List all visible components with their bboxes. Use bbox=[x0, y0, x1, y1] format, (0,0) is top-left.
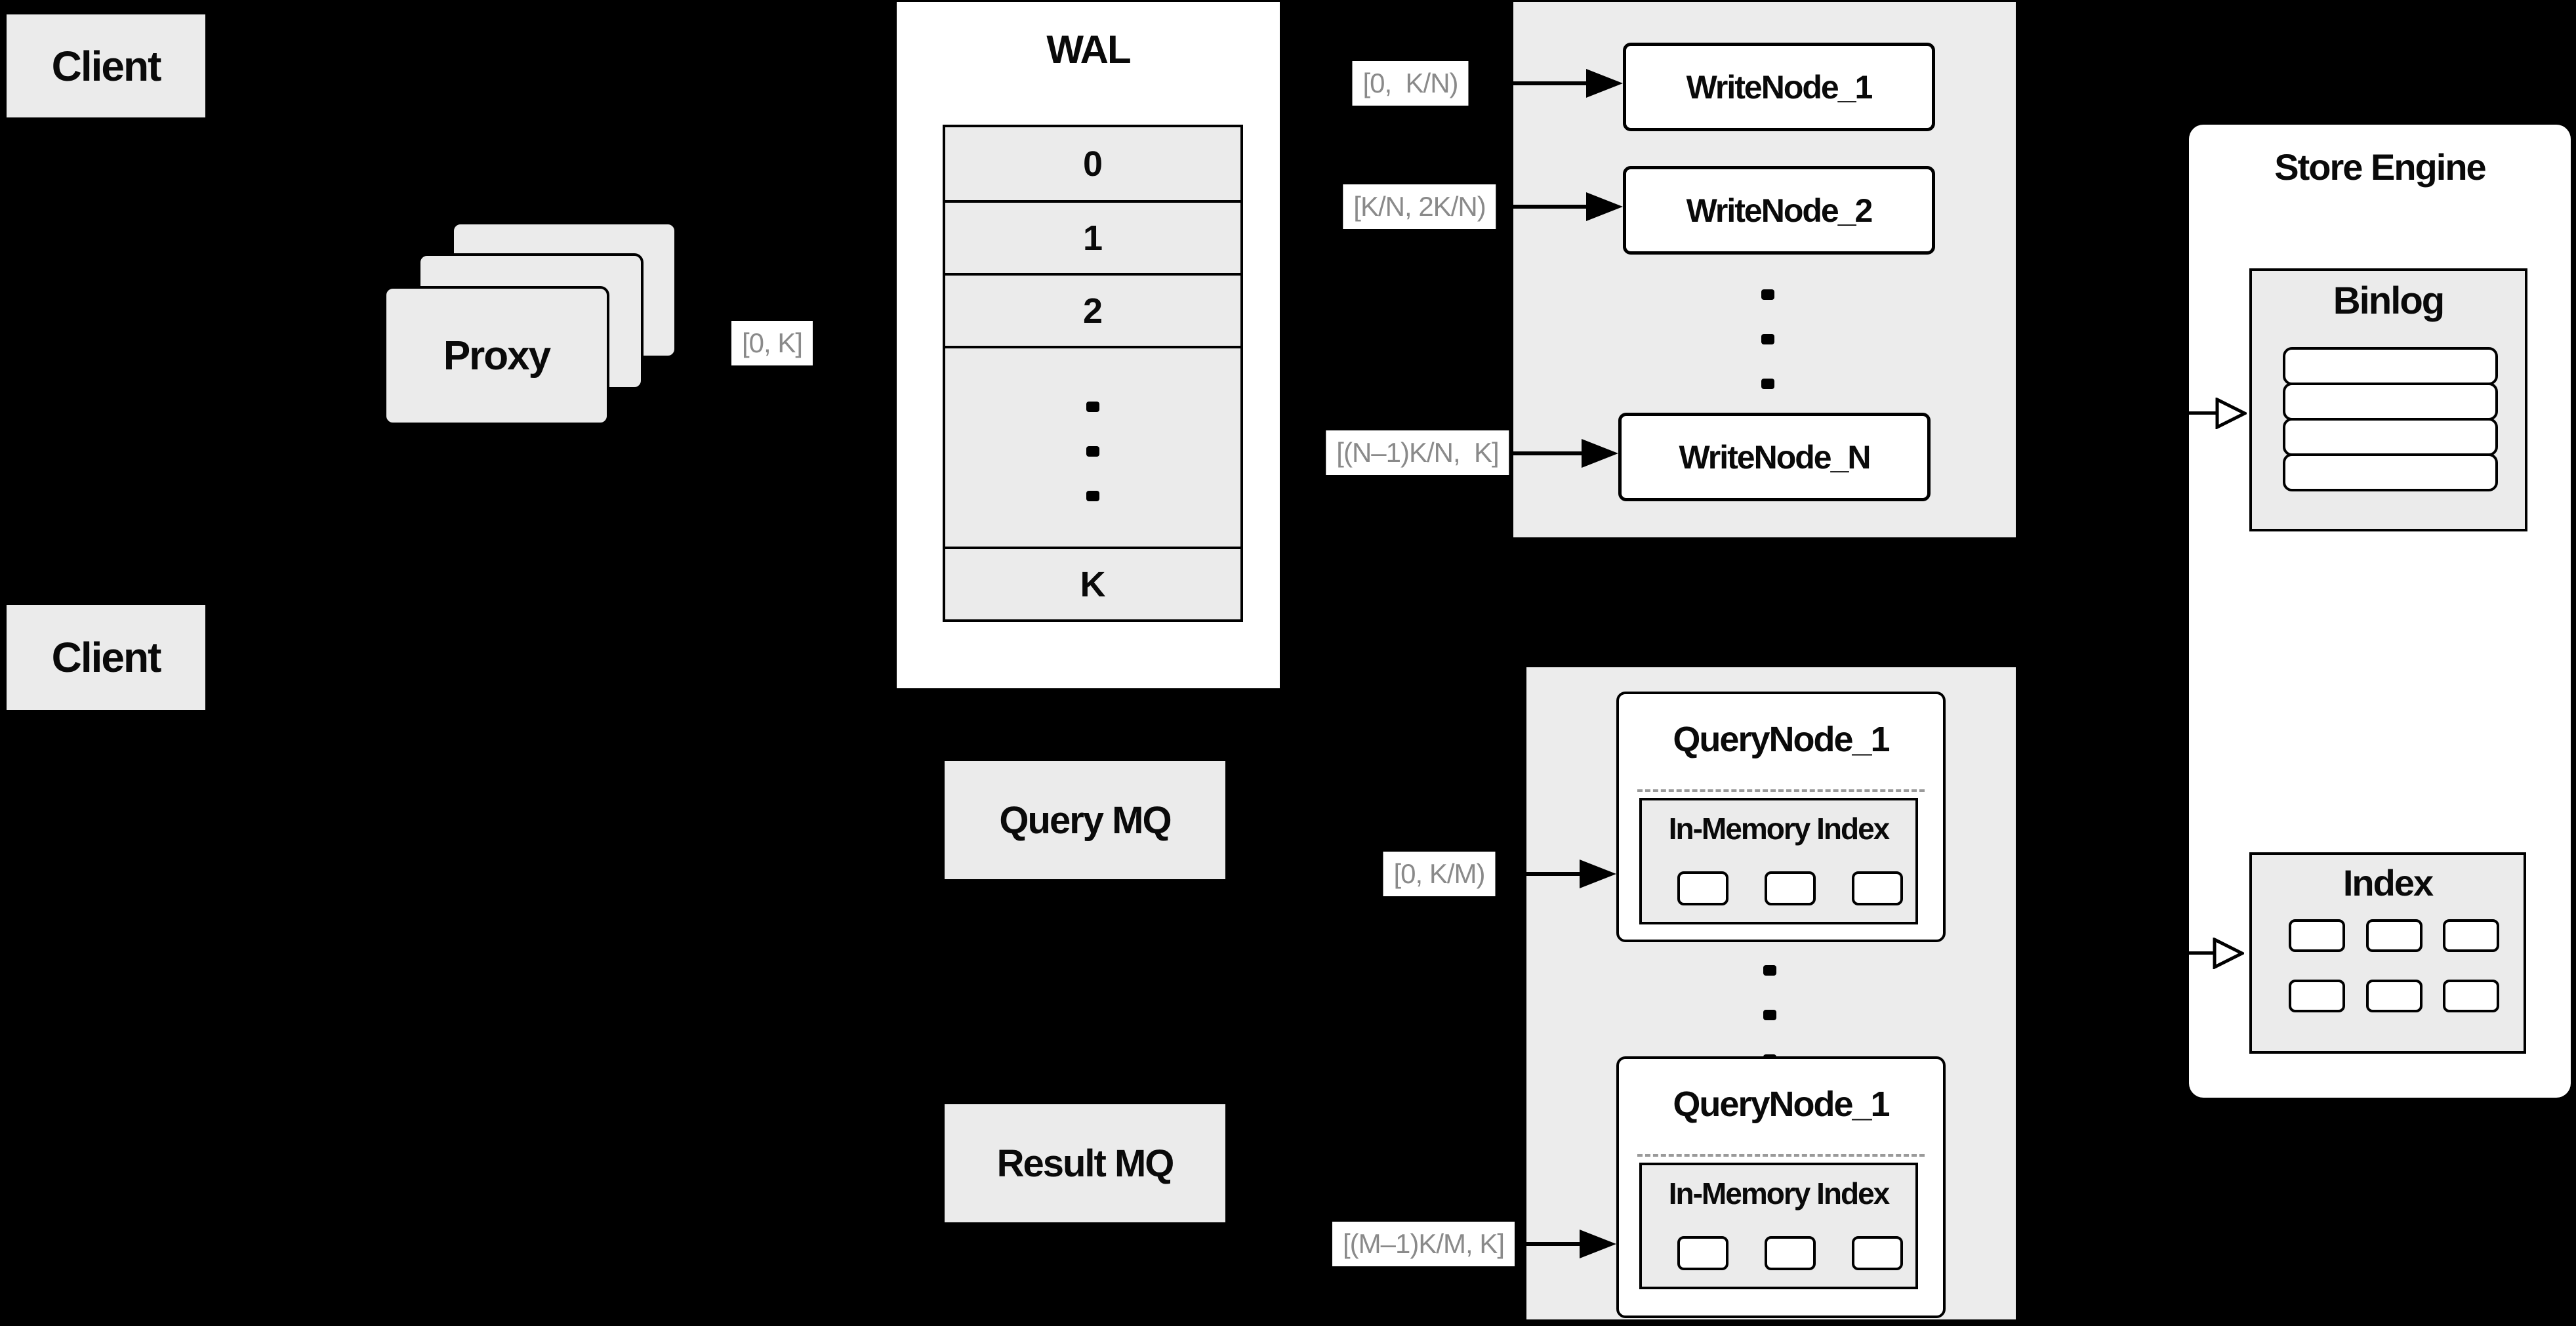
binlog-slot bbox=[2283, 383, 2498, 421]
write-node-1: WriteNode_1 bbox=[1623, 43, 1935, 131]
index-title: Index bbox=[2342, 862, 2434, 903]
edge-label-write2: [K/N, 2K/N) bbox=[1343, 184, 1496, 229]
query-mq-box: Query MQ bbox=[945, 761, 1225, 879]
client-top-box: Client bbox=[7, 14, 205, 117]
wal-segment-table: 0 1 2 K bbox=[943, 125, 1243, 622]
client-bottom-box: Client bbox=[7, 605, 205, 710]
binlog-title: Binlog bbox=[2333, 280, 2445, 322]
query-node-2-title: QueryNode_1 bbox=[1673, 1085, 1890, 1124]
in-memory-cell bbox=[1765, 871, 1816, 905]
binlog-slots bbox=[2283, 347, 2498, 491]
wal-box: WAL 0 1 2 K bbox=[897, 2, 1280, 688]
edge-label-proxy-wal: [0, K] bbox=[731, 321, 813, 365]
arrow-line-query1 bbox=[1439, 872, 1587, 876]
in-memory-index-title: In-Memory Index bbox=[1668, 812, 1891, 846]
query-node-1-title: QueryNode_1 bbox=[1673, 720, 1890, 759]
open-arrowhead-index-icon bbox=[2213, 938, 2244, 969]
in-memory-cell bbox=[1677, 1236, 1728, 1270]
index-cell bbox=[2443, 980, 2499, 1012]
arrow-line-write1 bbox=[1410, 81, 1587, 85]
write-node-2: WriteNode_2 bbox=[1623, 166, 1935, 255]
arrow-line-index bbox=[2189, 951, 2214, 955]
in-memory-index-box: In-Memory Index bbox=[1639, 1163, 1918, 1289]
ellipsis-dots bbox=[1761, 272, 1774, 406]
wal-title: WAL bbox=[1046, 28, 1131, 72]
binlog-slot bbox=[2283, 347, 2498, 385]
store-engine-box: Store Engine Binlog Index bbox=[2189, 125, 2571, 1098]
index-cell bbox=[2289, 980, 2345, 1012]
edge-label-queryM: [(M–1)K/M, K] bbox=[1332, 1222, 1515, 1266]
edge-label-write1: [0, K/N) bbox=[1352, 61, 1469, 106]
edge-label-writeN: [(N–1)K/N, K] bbox=[1326, 430, 1509, 475]
in-memory-index-title: In-Memory Index bbox=[1668, 1176, 1891, 1211]
query-node-1: QueryNode_1 In-Memory Index bbox=[1616, 692, 1946, 942]
result-mq-box: Result MQ bbox=[945, 1104, 1225, 1222]
wal-ellipsis-row bbox=[945, 346, 1240, 547]
store-engine-title: Store Engine bbox=[2274, 146, 2486, 188]
write-node-n: WriteNode_N bbox=[1618, 413, 1931, 501]
in-memory-cell bbox=[1852, 871, 1903, 905]
in-memory-cell bbox=[1765, 1236, 1816, 1270]
wal-segment-row: 1 bbox=[945, 200, 1240, 273]
dashed-divider bbox=[1637, 789, 1925, 792]
index-cell bbox=[2289, 919, 2345, 952]
index-cell bbox=[2366, 980, 2423, 1012]
dashed-divider bbox=[1637, 1154, 1925, 1157]
ellipsis-dots bbox=[1086, 384, 1099, 518]
proxy-box: Proxy bbox=[384, 286, 609, 425]
binlog-slot bbox=[2283, 418, 2498, 456]
binlog-box: Binlog bbox=[2249, 268, 2527, 531]
arrow-line-binlog bbox=[2189, 411, 2217, 415]
arrowhead-write2-icon bbox=[1586, 192, 1623, 221]
query-node-2: QueryNode_1 In-Memory Index bbox=[1616, 1056, 1946, 1318]
open-arrowhead-binlog-icon bbox=[2215, 398, 2247, 429]
in-memory-index-box: In-Memory Index bbox=[1639, 798, 1918, 924]
arrowhead-writeN-icon bbox=[1582, 439, 1618, 468]
in-memory-cell bbox=[1852, 1236, 1903, 1270]
wal-segment-row: 2 bbox=[945, 273, 1240, 346]
wal-segment-row: 0 bbox=[945, 127, 1240, 200]
index-cell bbox=[2443, 919, 2499, 952]
arrowhead-queryM-icon bbox=[1580, 1230, 1616, 1258]
in-memory-cell bbox=[1677, 871, 1728, 905]
index-cell bbox=[2366, 919, 2423, 952]
binlog-slot bbox=[2283, 453, 2498, 491]
arrowhead-write1-icon bbox=[1586, 69, 1623, 98]
wal-segment-row: K bbox=[945, 547, 1240, 619]
index-box: Index bbox=[2249, 852, 2526, 1054]
edge-label-query1: [0, K/M) bbox=[1383, 852, 1496, 896]
arrowhead-query1-icon bbox=[1580, 860, 1616, 888]
arrow-line-write2 bbox=[1420, 205, 1587, 209]
